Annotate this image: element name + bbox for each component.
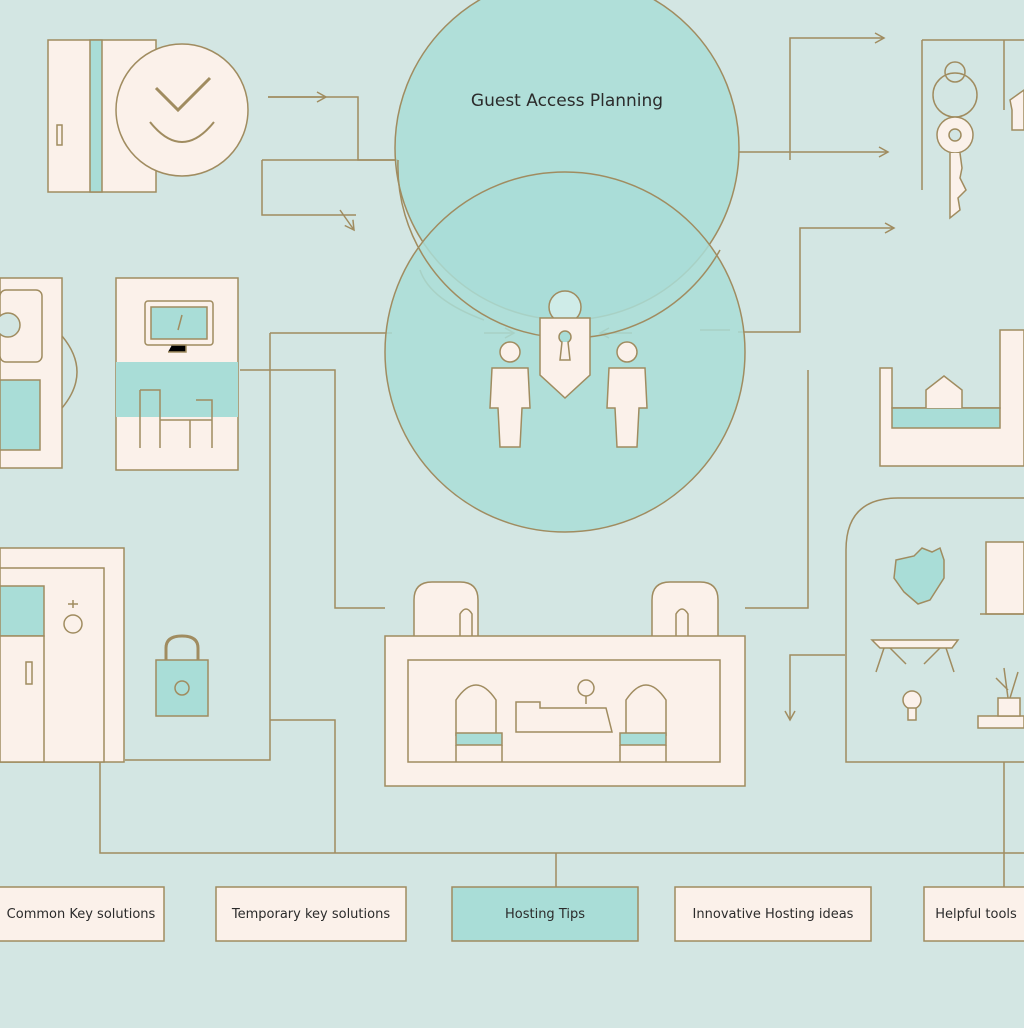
label-hosting-tips-text: Hosting Tips (505, 907, 585, 922)
desk-computer-icon (115, 277, 239, 471)
label-helpful-tools-text: Helpful tools (935, 907, 1017, 922)
door-icon (0, 547, 125, 763)
label-temporary-key-solutions-text: Temporary key solutions (231, 907, 390, 922)
label-common-key-solutions-text: Common Key solutions (7, 907, 156, 922)
label-hosting-tips: Hosting Tips (451, 886, 639, 942)
smart-lock-panel-icon (0, 277, 78, 469)
door-check-icon (47, 39, 249, 193)
label-temporary-key-solutions: Temporary key solutions (215, 886, 407, 942)
padlock-icon (155, 634, 209, 717)
label-innovative-hosting-ideas: Innovative Hosting ideas (674, 886, 872, 942)
reception-desk-icon (384, 581, 746, 787)
keys-icon (921, 39, 1024, 220)
label-innovative-hosting-ideas-text: Innovative Hosting ideas (693, 907, 854, 922)
guest-access-hub: Guest Access Planning (384, 0, 746, 533)
decor-shelf-icon (845, 497, 1024, 763)
people-lock-icon (489, 290, 648, 448)
label-common-key-solutions: Common Key solutions (0, 886, 165, 942)
bed-icon (879, 329, 1024, 467)
label-helpful-tools: Helpful tools (923, 886, 1024, 942)
labels-row: Common Key solutions Temporary key solut… (0, 886, 1024, 942)
hub-title: Guest Access Planning (471, 91, 663, 111)
